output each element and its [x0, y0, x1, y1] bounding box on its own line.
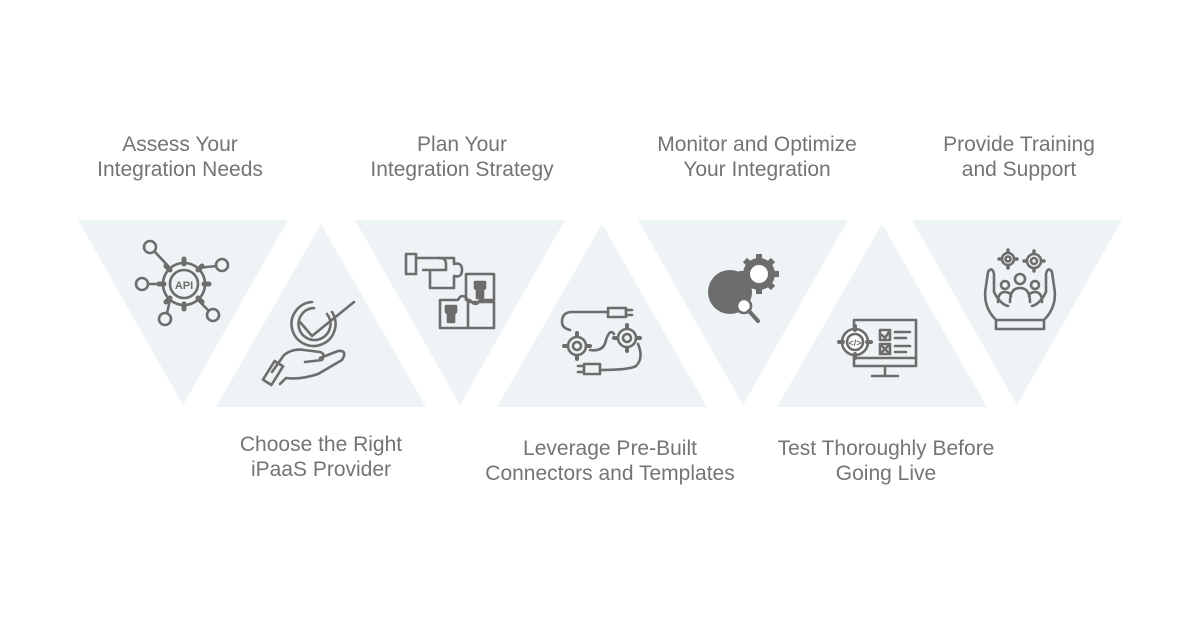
step-7-triangle — [912, 220, 1122, 405]
svg-text:API: API — [175, 280, 193, 292]
step-6-line-2: Going Live — [835, 462, 937, 485]
step-5-label: Monitor and Optimize Your Integration — [657, 132, 857, 182]
step-5-line-2: Your Integration — [683, 158, 831, 181]
step-3-line-2: Integration Strategy — [370, 158, 554, 181]
step-7-line-1: Provide Training — [943, 133, 1095, 156]
monitor-testing-icon: </> — [837, 318, 918, 378]
step-4-triangle — [497, 224, 707, 407]
step-1-line-1: Assess Your — [122, 133, 238, 156]
step-6-triangle — [777, 224, 987, 407]
step-4-label: Leverage Pre-Built Connectors and Templa… — [485, 436, 734, 486]
step-4-line-1: Leverage Pre-Built — [523, 437, 697, 460]
gears-connectors-icon — [560, 306, 642, 376]
step-7-label: Provide Training and Support — [943, 132, 1095, 182]
step-3-line-1: Plan Your — [417, 133, 507, 156]
step-2-label: Choose the Right iPaaS Provider — [240, 432, 402, 482]
svg-text:</>: </> — [848, 338, 861, 348]
step-1-label: Assess Your Integration Needs — [97, 132, 263, 182]
step-4-line-2: Connectors and Templates — [485, 462, 735, 485]
step-1-triangle — [78, 220, 288, 405]
gear-magnifier-icon — [708, 254, 779, 323]
step-6-label: Test Thoroughly Before Going Live — [778, 436, 995, 486]
step-6-line-1: Test Thoroughly Before — [777, 437, 995, 460]
step-2-triangle — [216, 224, 426, 407]
step-5-line-1: Monitor and Optimize — [657, 133, 857, 156]
step-2-line-2: iPaaS Provider — [250, 458, 392, 481]
hands-team-gears-icon — [983, 248, 1057, 331]
step-3-triangle — [355, 220, 565, 405]
puzzle-hand-icon — [404, 252, 496, 330]
step-2-line-1: Choose the Right — [239, 433, 403, 456]
hand-checkmark-icon — [261, 300, 356, 387]
step-7-line-2: and Support — [961, 158, 1077, 181]
api-gear-network-icon: API — [134, 239, 230, 327]
step-1-line-2: Integration Needs — [97, 158, 263, 181]
step-3-label: Plan Your Integration Strategy — [370, 132, 553, 182]
